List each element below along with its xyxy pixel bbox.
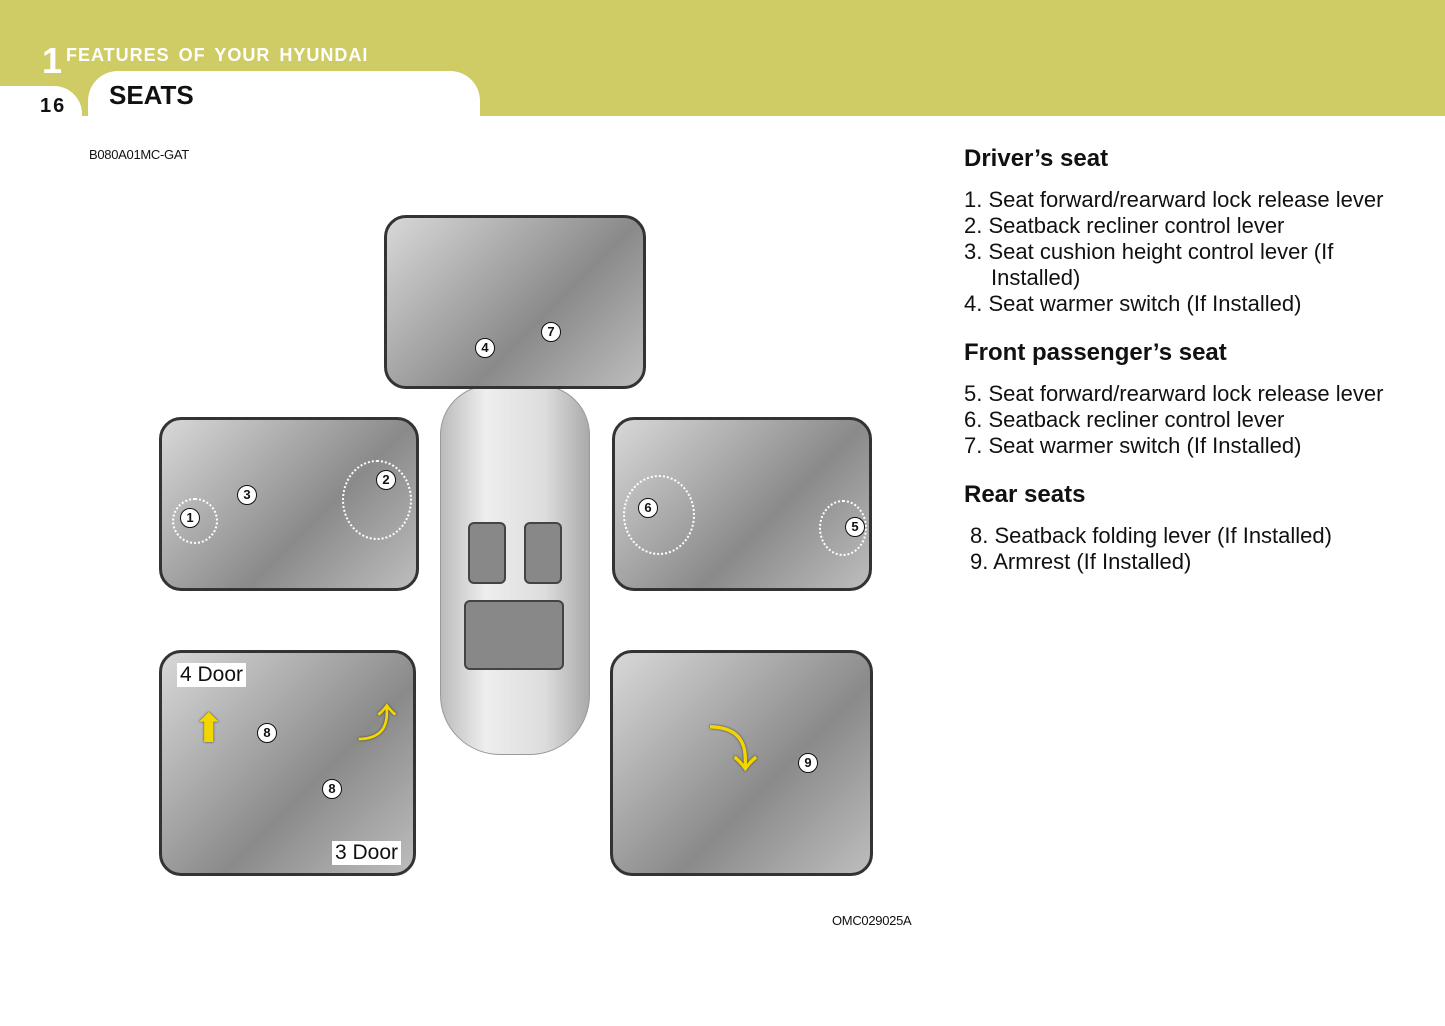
- callout-6: 6: [638, 498, 658, 518]
- page-tab: [0, 86, 82, 116]
- arrow-up-icon: ⬆: [192, 707, 226, 751]
- list-item: 6. Seatback recliner control lever: [964, 407, 1285, 432]
- heading-passenger-seat: Front passenger’s seat: [964, 339, 1227, 366]
- chapter-number: 1: [42, 40, 63, 81]
- callout-1: 1: [180, 508, 200, 528]
- heading-rear-seats: Rear seats: [964, 481, 1086, 508]
- arrow-rotate-icon: ⤵: [708, 722, 758, 778]
- list-item: 8. Seatback folding lever (If Installed): [970, 523, 1332, 548]
- callout-4: 4: [475, 338, 495, 358]
- list-item: 1. Seat forward/rearward lock release le…: [964, 187, 1384, 212]
- panel-seat-warmers: 4 7: [384, 215, 646, 389]
- highlight-6: [623, 475, 695, 555]
- label-3-door: 3 Door: [332, 841, 402, 865]
- list-item: 2. Seatback recliner control lever: [964, 213, 1285, 238]
- list-item: 9. Armrest (If Installed): [970, 549, 1192, 574]
- page-number: 16: [40, 95, 67, 117]
- callout-8a: 8: [257, 723, 277, 743]
- list-item: 4. Seat warmer switch (If Installed): [964, 291, 1302, 316]
- list-item: 5. Seat forward/rearward lock release le…: [964, 381, 1384, 406]
- heading-drivers-seat: Driver’s seat: [964, 145, 1109, 172]
- list-item: 7. Seat warmer switch (If Installed): [964, 433, 1302, 458]
- rear-seat: [464, 600, 564, 670]
- panel-driver-seat: 1 2 3: [159, 417, 419, 591]
- seat-legend: Driver’s seat 1. Seat forward/rearward l…: [964, 145, 1424, 597]
- highlight-5: [819, 500, 867, 556]
- callout-2: 2: [376, 470, 396, 490]
- callout-8b: 8: [322, 779, 342, 799]
- figure-code: OMC029025A: [832, 913, 912, 928]
- section-title: SEATS: [109, 80, 194, 110]
- list-item: 3. Seat cushion height control lever (If…: [964, 239, 1334, 290]
- section-tab: [88, 71, 480, 116]
- car-top-view: [440, 385, 590, 755]
- callout-7: 7: [541, 322, 561, 342]
- label-4-door: 4 Door: [177, 663, 247, 687]
- panel-passenger-seat: 6 5: [612, 417, 872, 591]
- callout-5: 5: [845, 517, 865, 537]
- callout-9: 9: [798, 753, 818, 773]
- reference-code: B080A01MC-GAT: [89, 147, 189, 162]
- highlight-2: [342, 460, 412, 540]
- panel-rear-fold-lever: 4 Door 3 Door ⬆ ⤴ 8 8: [159, 650, 416, 876]
- arrow-curved-icon: ⤴: [357, 702, 397, 746]
- chapter-title: FEATURES OF YOUR HYUNDAI: [66, 45, 369, 65]
- highlight-1: [172, 498, 218, 544]
- panel-armrest: ⤵ 9: [610, 650, 873, 876]
- driver-seat: [468, 522, 506, 584]
- callout-3: 3: [237, 485, 257, 505]
- passenger-seat: [524, 522, 562, 584]
